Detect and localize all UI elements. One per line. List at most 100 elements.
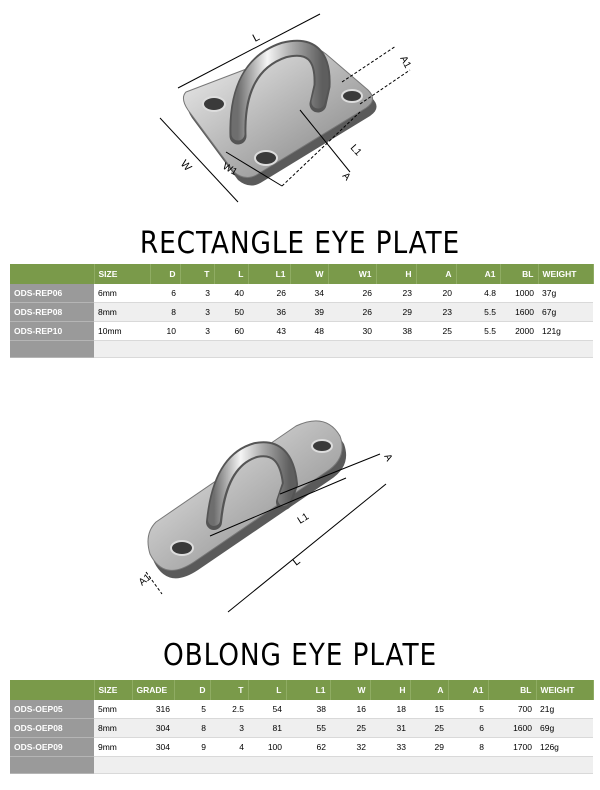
table-cell: 15 xyxy=(410,700,448,719)
dim-line-w xyxy=(159,117,239,203)
label-a1: A1 xyxy=(137,572,154,589)
dim-line-l1 xyxy=(281,111,361,187)
product-code: ODS-OEP09 xyxy=(10,737,94,757)
table-cell: 25 xyxy=(416,321,456,341)
header-cell: W xyxy=(290,264,329,284)
table-cell: 43 xyxy=(248,321,290,341)
table-cell: 9mm xyxy=(94,737,132,757)
table-cell: 8 xyxy=(150,302,180,322)
label-a: A xyxy=(340,171,353,184)
table-cell: 8mm xyxy=(94,718,132,738)
table-cell: 10 xyxy=(150,321,180,341)
rectangle-eye-loop xyxy=(231,41,329,141)
table-cell: 3 xyxy=(180,284,214,303)
table-cell: 26 xyxy=(248,284,290,303)
table-cell: 5.5 xyxy=(456,321,500,341)
header-cell: GRADE xyxy=(132,680,175,700)
rectangle-eye-plate-diagram: L A1 W W1 L1 A xyxy=(159,13,413,203)
table-cell: 38 xyxy=(376,321,416,341)
oblong-title: OBLONG EYE PLATE xyxy=(162,638,438,673)
header-cell: W1 xyxy=(328,264,377,284)
product-code: ODS-REP06 xyxy=(10,284,94,303)
dim-line-a xyxy=(299,109,351,173)
header-cell: D xyxy=(150,264,181,284)
table-cell: 25 xyxy=(330,718,370,738)
header-cell xyxy=(10,680,95,700)
table-cell: 2.5 xyxy=(210,700,248,719)
table-cell: 32 xyxy=(330,737,370,757)
header-cell: L1 xyxy=(286,680,331,700)
table-cell: 304 xyxy=(132,718,174,738)
table-row-empty xyxy=(10,756,593,774)
dim-line-l xyxy=(177,13,321,89)
table-row: ODS-OEP05 5mm 316 5 2.5 54 38 16 18 15 5… xyxy=(10,700,593,719)
label-l1: L1 xyxy=(296,511,312,526)
rectangle-title: RECTANGLE EYE PLATE xyxy=(139,226,461,261)
header-cell: SIZE xyxy=(94,680,133,700)
table-cell: 23 xyxy=(416,302,456,322)
oblong-eye-loop xyxy=(208,443,297,526)
oblong-eye-plate-diagram: A L1 L A1 xyxy=(137,420,394,613)
table-cell: 23 xyxy=(376,284,416,303)
table-cell: 30 xyxy=(328,321,376,341)
dim-line-l xyxy=(227,483,387,613)
table-cell: 3 xyxy=(180,321,214,341)
header-cell: W xyxy=(330,680,371,700)
header-cell: A xyxy=(410,680,449,700)
table-cell: 21g xyxy=(536,700,593,719)
header-cell: A1 xyxy=(448,680,489,700)
oblong-spec-table: SIZE GRADE D T L L1 W H A A1 BL WEIGHT O… xyxy=(10,680,594,774)
table-cell: 48 xyxy=(290,321,328,341)
label-a1: A1 xyxy=(397,54,413,70)
table-cell: 5.5 xyxy=(456,302,500,322)
table-cell: 54 xyxy=(248,700,286,719)
oblong-eye-plate-figure: A L1 L A1 xyxy=(0,410,600,635)
label-l: L xyxy=(251,31,262,44)
rectangle-header-row: SIZE D T L L1 W W1 H A A1 BL WEIGHT xyxy=(10,264,594,284)
table-cell: 700 xyxy=(488,700,536,719)
table-row-empty xyxy=(10,340,593,358)
product-code-empty xyxy=(10,756,94,774)
table-cell: 121g xyxy=(538,321,593,341)
product-code: ODS-OEP08 xyxy=(10,718,94,738)
dim-line-a1-lower xyxy=(359,69,411,105)
table-cell: 3 xyxy=(210,718,248,738)
table-cell-empty xyxy=(94,340,593,358)
rectangle-plate-shape xyxy=(182,47,377,186)
header-cell: T xyxy=(210,680,249,700)
table-cell: 1600 xyxy=(488,718,536,738)
dim-line-l1 xyxy=(209,477,347,537)
table-cell: 126g xyxy=(536,737,593,757)
label-l1: L1 xyxy=(348,143,364,159)
product-code: ODS-OEP05 xyxy=(10,700,94,719)
table-row: ODS-REP08 8mm 8 3 50 36 39 26 29 23 5.5 … xyxy=(10,302,593,322)
rectangle-spec-table: SIZE D T L L1 W W1 H A A1 BL WEIGHT ODS-… xyxy=(10,264,594,358)
table-cell: 9 xyxy=(174,737,210,757)
oblong-plate-shape xyxy=(147,420,347,579)
table-cell: 18 xyxy=(370,700,410,719)
header-cell: H xyxy=(370,680,411,700)
table-cell: 6 xyxy=(448,718,488,738)
header-cell: A xyxy=(416,264,457,284)
header-cell: A1 xyxy=(456,264,501,284)
table-cell: 34 xyxy=(290,284,328,303)
table-cell-empty xyxy=(94,756,593,774)
dim-line-w1 xyxy=(225,151,283,187)
dim-line-a1-upper xyxy=(341,45,397,83)
header-cell: BL xyxy=(488,680,537,700)
table-cell: 2000 xyxy=(500,321,538,341)
table-cell: 8 xyxy=(174,718,210,738)
table-cell: 26 xyxy=(328,302,376,322)
header-cell: T xyxy=(180,264,215,284)
table-row: ODS-OEP09 9mm 304 9 4 100 62 32 33 29 8 … xyxy=(10,737,593,757)
table-cell: 40 xyxy=(214,284,248,303)
rectangle-eye-plate-figure: L A1 W W1 L1 A xyxy=(0,0,600,225)
table-cell: 8mm xyxy=(94,302,150,322)
table-cell: 26 xyxy=(328,284,376,303)
table-cell: 37g xyxy=(538,284,593,303)
table-cell: 38 xyxy=(286,700,330,719)
table-cell: 5 xyxy=(174,700,210,719)
header-cell: H xyxy=(376,264,417,284)
label-l: L xyxy=(290,555,302,568)
table-cell: 67g xyxy=(538,302,593,322)
